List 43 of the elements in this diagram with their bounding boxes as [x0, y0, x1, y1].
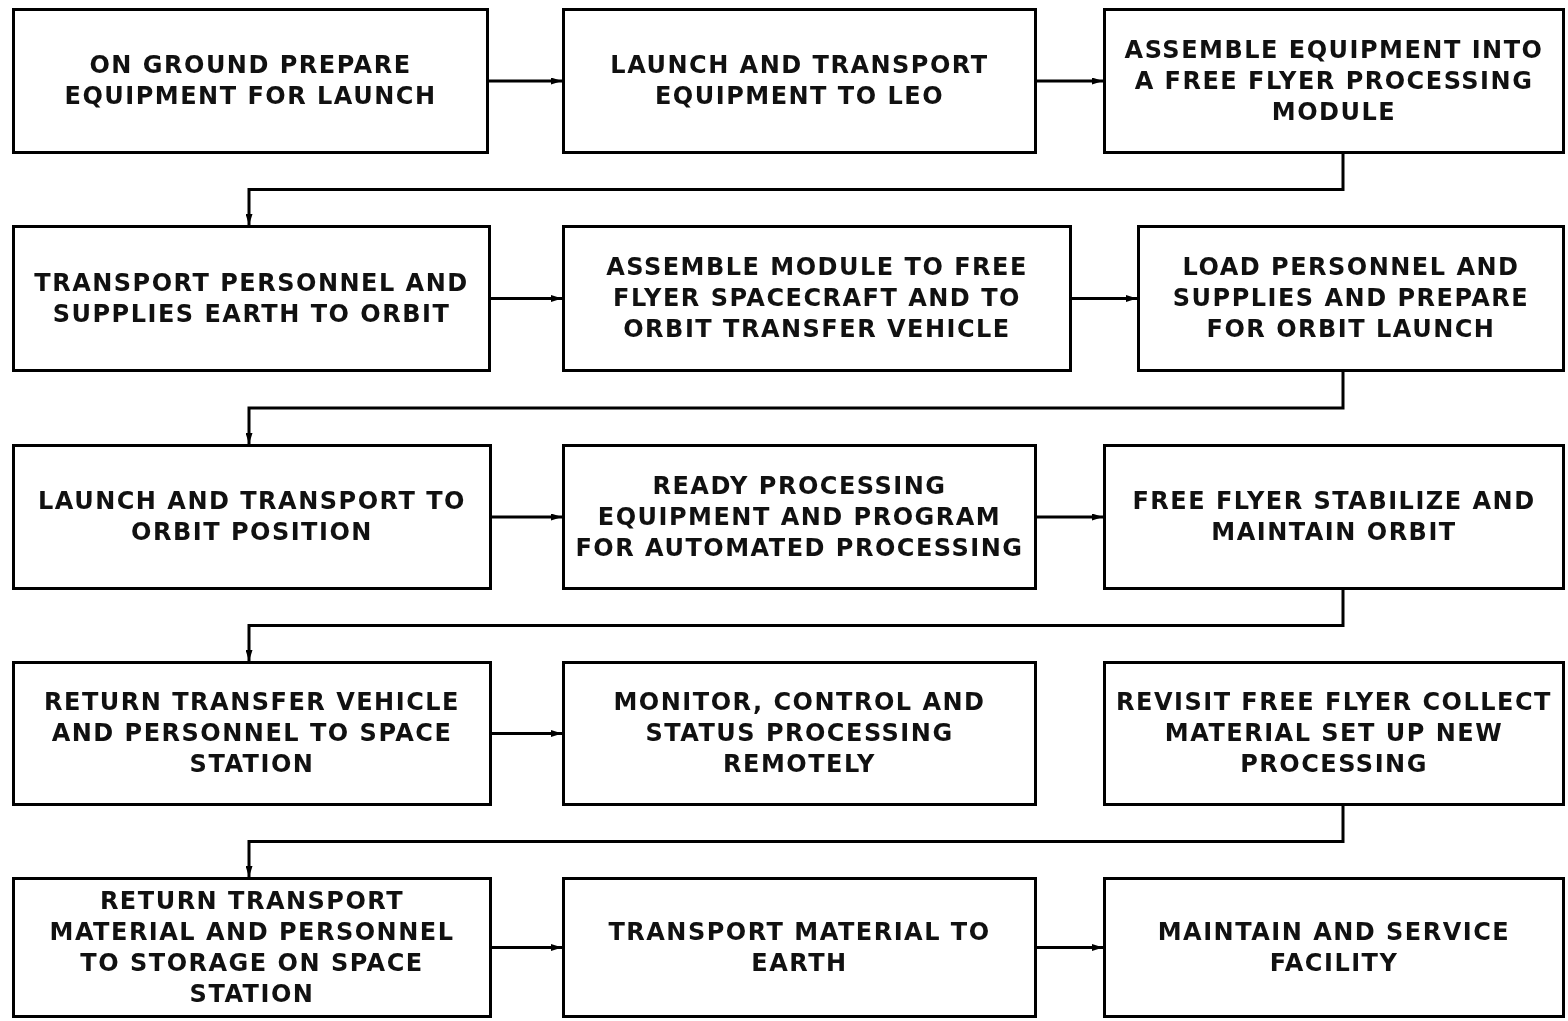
- step-text: MAINTAIN AND SERVICE FACILITY: [1156, 916, 1512, 979]
- arrow: [1072, 295, 1137, 302]
- arrow: [245, 590, 1345, 661]
- arrow: [492, 730, 562, 737]
- process-box: [1103, 877, 1565, 1018]
- step-text: FREE FLYER STABILIZE AND MAINTAIN ORBIT: [1131, 486, 1537, 548]
- step-text: ON GROUND PREPARE EQUIPMENT FOR LAUNCH: [63, 50, 438, 112]
- step-text: RETURN TRANSPORT MATERIAL AND PERSONNEL TO STORAGE ON SPACE STATION: [48, 885, 456, 1010]
- process-box: [1103, 444, 1565, 590]
- process-box: [562, 225, 1072, 372]
- arrow: [492, 944, 562, 951]
- arrow: [489, 77, 562, 85]
- process-box: [562, 8, 1037, 154]
- process-box: [562, 661, 1037, 806]
- step-text: TRANSPORT PERSONNEL AND SUPPLIES EARTH TO ORBIT: [33, 267, 470, 330]
- process-box: [1103, 661, 1565, 806]
- process-box: [12, 444, 492, 590]
- step-text: READY PROCESSING EQUIPMENT AND PROGRAM FOR AUTOMATED PROCESSING: [575, 470, 1024, 564]
- arrow: [1037, 513, 1103, 521]
- arrow: [245, 806, 1345, 877]
- process-box: [12, 8, 489, 154]
- process-box: [12, 877, 492, 1018]
- step-text: LAUNCH AND TRANSPORT EQUIPMENT TO LEO: [609, 50, 990, 112]
- process-box: [1103, 8, 1565, 154]
- process-box: [562, 877, 1037, 1018]
- process-box: [1137, 225, 1565, 372]
- arrow: [245, 154, 1345, 225]
- arrow: [245, 372, 1345, 444]
- step-text: LAUNCH AND TRANSPORT TO ORBIT POSITION: [37, 486, 467, 548]
- step-text: ASSEMBLE EQUIPMENT INTO A FREE FLYER PROCESSING MODULE: [1123, 34, 1545, 128]
- step-text: TRANSPORT MATERIAL TO EARTH: [607, 916, 992, 979]
- arrow: [1037, 77, 1103, 85]
- process-box: [562, 444, 1037, 590]
- step-text: LOAD PERSONNEL AND SUPPLIES AND PREPARE FOR ORBIT LAUNCH: [1171, 252, 1531, 345]
- arrow: [1037, 944, 1103, 951]
- process-box: [12, 225, 491, 372]
- step-text: RETURN TRANSFER VEHICLE AND PERSONNEL TO SPACE STATION: [43, 687, 461, 780]
- arrow: [491, 295, 562, 302]
- step-text: ASSEMBLE MODULE TO FREE FLYER SPACECRAFT AND TO ORBIT TRANSFER VEHICLE: [605, 252, 1029, 345]
- arrow: [492, 513, 562, 521]
- step-text: REVISIT FREE FLYER COLLECT MATERIAL SET UP NEW PROCESSING: [1116, 687, 1552, 780]
- process-box: [12, 661, 492, 806]
- step-text: MONITOR, CONTROL AND STATUS PROCESSING REMOTELY: [612, 687, 987, 780]
